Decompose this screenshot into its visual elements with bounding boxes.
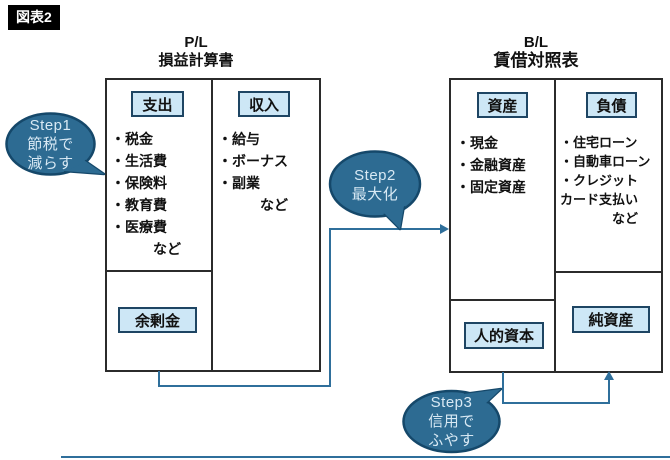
bl-net-assets-divider — [554, 271, 663, 273]
income-label-box: 収入 — [238, 91, 290, 117]
step2-line1: Step2 — [354, 167, 396, 184]
step1-bubble-text: Step1 節税で 減らす — [8, 116, 93, 173]
list-item: ・税金 — [111, 131, 153, 147]
list-item: など — [111, 241, 181, 257]
pl-column-divider — [211, 78, 213, 372]
bl-title-japanese: 賃借対照表 — [493, 51, 579, 70]
list-item: ・固定資産 — [456, 179, 526, 195]
step3-line2: 信用で — [428, 413, 475, 430]
arrowhead-into-assets — [440, 224, 449, 234]
list-item: ・教育費 — [111, 197, 167, 213]
human-capital-label-box: 人的資本 — [464, 322, 544, 349]
assets-list: ・現金・金融資産・固定資産 — [456, 132, 526, 198]
flow-line-human-capital-to-net-assets — [502, 372, 610, 404]
list-item: ・クレジット — [560, 173, 639, 188]
income-list: ・給与・ボーナス・副業 など — [218, 128, 288, 216]
net-assets-label-box: 純資産 — [572, 306, 650, 333]
step3-bubble-text: Step3 信用で ふやす — [406, 393, 497, 450]
pl-title-japanese: 損益計算書 — [158, 52, 234, 69]
pl-surplus-divider — [105, 270, 213, 272]
step1-line1: Step1 — [29, 117, 72, 134]
list-item: ・保険料 — [111, 175, 167, 191]
surplus-label-box: 余剰金 — [118, 307, 197, 333]
expenses-label-box: 支出 — [131, 91, 184, 117]
bl-human-capital-divider — [449, 299, 556, 301]
assets-label-box: 資産 — [477, 92, 528, 118]
list-item: ・自動車ローン — [560, 154, 651, 169]
bl-column-divider — [554, 78, 556, 373]
figure-number-badge: 図表2 — [8, 5, 60, 30]
list-item: ・住宅ローン — [560, 135, 638, 150]
list-item: など — [218, 197, 288, 213]
list-item: ・副業 — [218, 175, 260, 191]
list-item: ・金融資産 — [456, 157, 526, 173]
pl-title: P/L 損益計算書 — [106, 34, 286, 69]
liabilities-list: ・住宅ローン・自動車ローン・クレジットカード支払い など — [560, 133, 650, 228]
step2-bubble-text: Step2 最大化 — [330, 166, 420, 204]
step3-line1: Step3 — [430, 394, 473, 411]
list-item: ・給与 — [218, 131, 260, 147]
list-item: など — [560, 211, 639, 226]
list-item: ・現金 — [456, 135, 498, 151]
pl-title-abbr: P/L — [184, 34, 208, 51]
list-item: カード支払い — [560, 192, 639, 207]
list-item: ・ボーナス — [218, 153, 288, 169]
bl-title: B/L 賃借対照表 — [446, 34, 626, 69]
expenses-list: ・税金・生活費・保険料・教育費・医療費 など — [111, 128, 181, 260]
bl-title-abbr: B/L — [523, 34, 549, 51]
list-item: ・医療費 — [111, 219, 167, 235]
step1-line3: 減らす — [27, 155, 74, 172]
liabilities-label-box: 負債 — [586, 92, 637, 118]
step3-line3: ふやす — [428, 432, 475, 449]
step2-line2: 最大化 — [351, 186, 399, 203]
list-item: ・生活費 — [111, 153, 167, 169]
step1-line2: 節税で — [27, 136, 74, 153]
